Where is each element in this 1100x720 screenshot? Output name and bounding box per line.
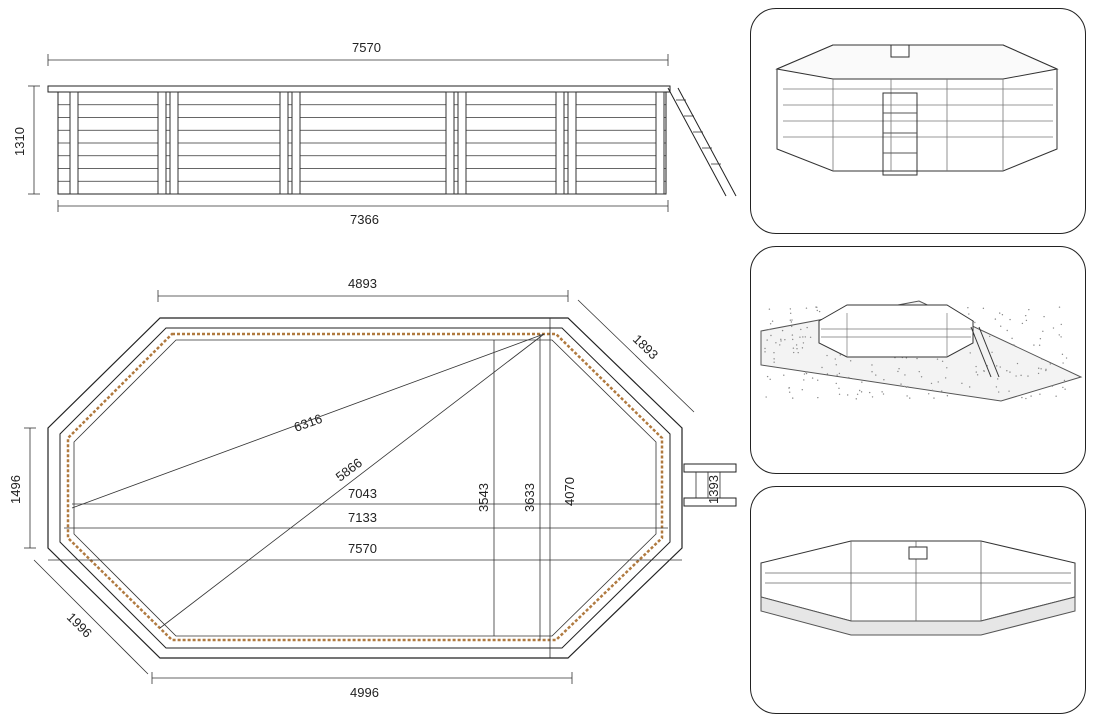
- plan-ladder-label: 1393: [706, 475, 721, 504]
- pool-terrain-icon: [760, 300, 1083, 402]
- plan-diag-short-label: 5866: [333, 455, 365, 484]
- plan-view: 4893 1893 1496 1996 4996 1393 6316 5866 …: [8, 276, 737, 700]
- plan-diagonal-label: 1893: [630, 331, 661, 362]
- plan-outer-length-label: 7570: [348, 541, 377, 556]
- plan-width-1-label: 3543: [476, 483, 491, 512]
- pool-closeup-icon: [760, 540, 1076, 636]
- side-length-bottom-label: 7366: [350, 212, 379, 227]
- side-height-label: 1310: [12, 127, 27, 156]
- pool-front-icon: [775, 44, 1059, 176]
- plan-inner-length-2-label: 7133: [348, 510, 377, 525]
- plan-width-2-label: 3633: [522, 483, 537, 512]
- side-length-top-label: 7570: [352, 40, 381, 55]
- plan-bottom-diagonal-label: 1996: [64, 610, 95, 641]
- plan-left-label: 1496: [8, 475, 23, 504]
- plan-width-outer-label: 4070: [562, 477, 577, 506]
- front-perspective-view: [750, 8, 1086, 234]
- plan-diag-long-label: 6316: [292, 411, 324, 435]
- terrain-perspective-view: [750, 246, 1086, 474]
- side-elevation: 7570 1310 7366: [12, 40, 737, 227]
- plan-top-label: 4893: [348, 276, 377, 291]
- plan-inner-length-1-label: 7043: [348, 486, 377, 501]
- plan-bottom-label: 4996: [350, 685, 379, 700]
- closeup-perspective-view: [750, 486, 1086, 714]
